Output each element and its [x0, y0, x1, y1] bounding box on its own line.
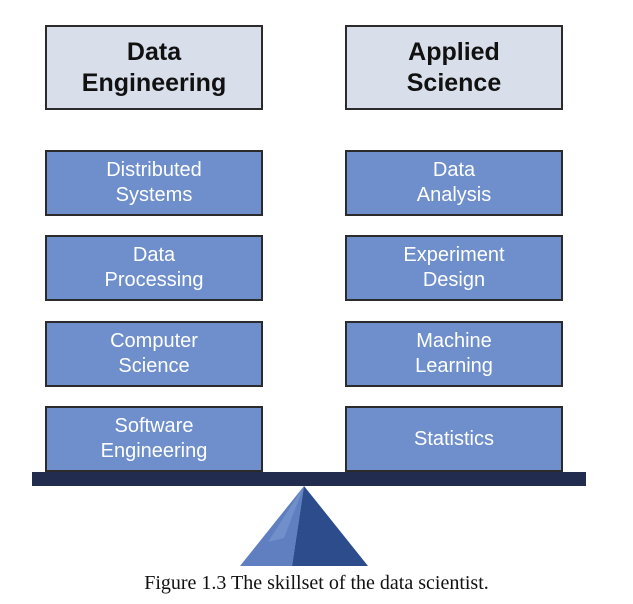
- skill-label-line: Engineering: [100, 440, 208, 462]
- pyramid-front-face: [292, 486, 368, 566]
- skill-distributed-systems: Distributed Systems: [45, 150, 263, 216]
- skill-label-line: Data: [432, 159, 476, 181]
- balance-beam: [32, 472, 586, 486]
- skill-label-line: Science: [118, 355, 190, 377]
- header-line: Engineering: [81, 68, 227, 97]
- skill-label-line: Analysis: [416, 184, 492, 206]
- data-engineering-header: Data Engineering: [45, 25, 263, 110]
- pyramid-left-face: [240, 486, 304, 566]
- skill-experiment-design: Experiment Design: [345, 235, 563, 301]
- header-line: Applied: [408, 37, 500, 66]
- pyramid-highlight: [268, 486, 304, 542]
- skill-label-line: Experiment: [403, 244, 505, 266]
- figure-caption: Figure 1.3 The skillset of the data scie…: [144, 572, 489, 594]
- skill-data-analysis: Data Analysis: [345, 150, 563, 216]
- skill-software-engineering: Software Engineering: [45, 406, 263, 472]
- skill-statistics: Statistics: [345, 406, 563, 472]
- skill-label-line: Computer: [110, 330, 198, 352]
- header-line: Science: [406, 68, 502, 97]
- skill-label-line: Distributed: [106, 159, 202, 181]
- skill-label-line: Processing: [104, 269, 204, 291]
- pyramid-fulcrum-icon: [240, 486, 368, 566]
- skill-label-line: Design: [422, 269, 486, 291]
- skill-computer-science: Computer Science: [45, 321, 263, 387]
- skill-label-line: Machine: [416, 330, 492, 352]
- skill-data-processing: Data Processing: [45, 235, 263, 301]
- skill-label-line: Systems: [115, 184, 193, 206]
- header-line: Data: [126, 37, 182, 66]
- skill-machine-learning: Machine Learning: [345, 321, 563, 387]
- skill-label-line: Data: [132, 244, 176, 266]
- skill-label-line: Learning: [415, 355, 493, 377]
- skill-label-line: Software: [114, 415, 194, 437]
- skill-label-line: Statistics: [413, 427, 495, 450]
- applied-science-header: Applied Science: [345, 25, 563, 110]
